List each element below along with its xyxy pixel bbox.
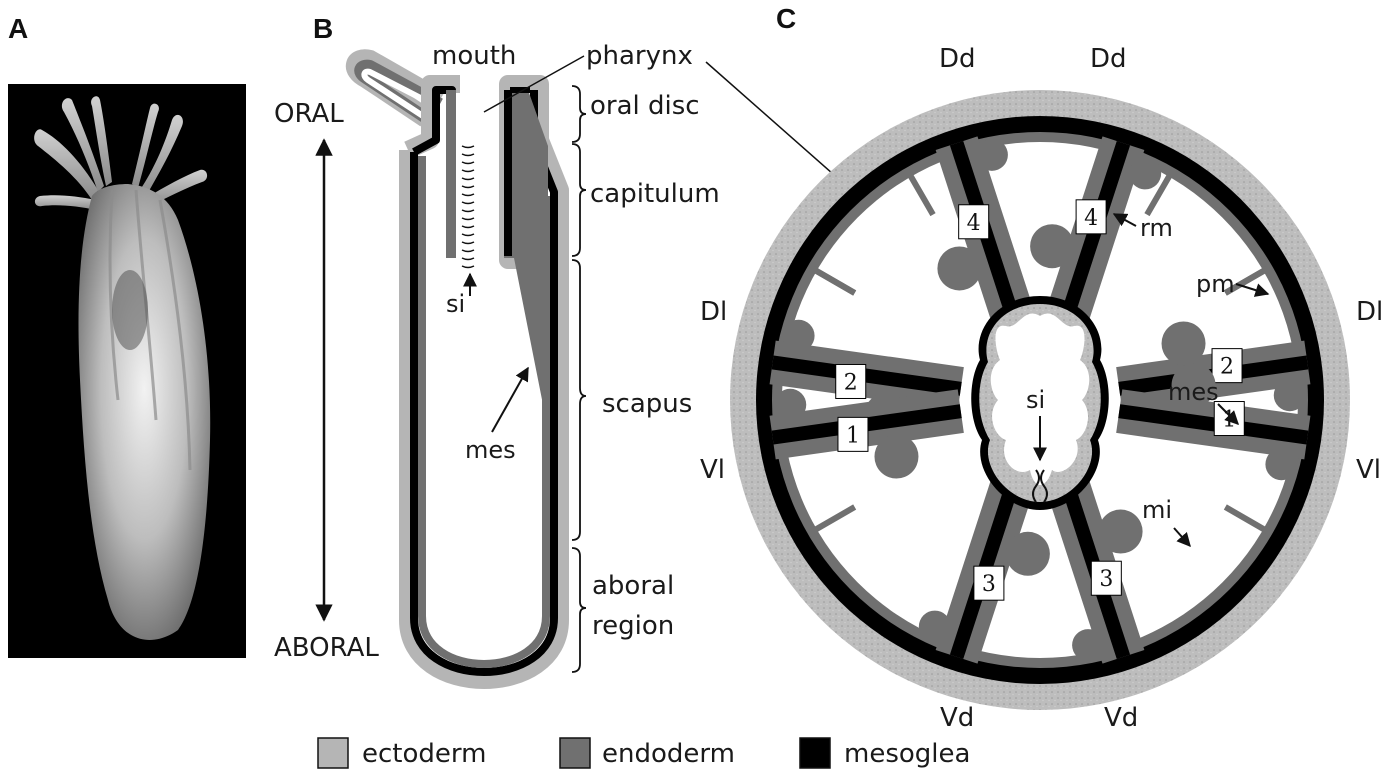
dl-label-right: Dl — [1356, 297, 1383, 327]
retractor-muscle — [937, 246, 981, 290]
mes-label-c: mes — [1168, 378, 1219, 406]
si-label-b: si — [446, 290, 465, 318]
si-label-c: si — [1026, 386, 1045, 414]
vl-label-left: Vl — [700, 455, 725, 485]
retractor-muscle — [1030, 224, 1074, 268]
parietal-muscle — [783, 320, 815, 352]
legend: ectoderm endoderm mesoglea — [318, 738, 970, 769]
scapus-label: scapus — [602, 389, 692, 419]
parietal-muscle — [1274, 379, 1306, 411]
legend-swatch-ectoderm — [318, 738, 348, 768]
mesentery-number: 4 — [967, 211, 981, 236]
aboral-region-label-1: aboral — [592, 571, 674, 601]
legend-swatch-mesoglea — [800, 738, 830, 768]
panel-b-label: B — [313, 13, 333, 44]
panel-c-label: C — [776, 3, 796, 34]
oral-disc-label: oral disc — [590, 91, 700, 121]
parietal-muscle — [1129, 157, 1161, 189]
parietal-muscle — [1265, 448, 1297, 480]
legend-label-endoderm: endoderm — [602, 739, 735, 769]
parietal-muscle — [919, 611, 951, 643]
oral-label: ORAL — [274, 99, 344, 129]
mes-label-b: mes — [465, 436, 516, 464]
mesentery-number: 3 — [982, 572, 996, 597]
dl-label-left: Dl — [700, 297, 727, 327]
pm-label: pm — [1196, 270, 1235, 298]
siphonoglyph-cilia — [462, 146, 474, 268]
mesentery-number: 1 — [846, 423, 860, 448]
longitudinal-section — [356, 59, 560, 680]
vl-label-right: Vl — [1356, 455, 1381, 485]
parietal-muscle — [774, 389, 806, 421]
rm-label: rm — [1140, 214, 1173, 242]
vd-label-left: Vd — [940, 703, 974, 733]
vd-label-right: Vd — [1104, 703, 1138, 733]
polyp-photo — [8, 84, 246, 658]
legend-label-ectoderm: ectoderm — [362, 739, 486, 769]
legend-label-mesoglea: mesoglea — [844, 739, 970, 769]
parietal-muscle — [1072, 629, 1104, 661]
retractor-muscle — [1006, 532, 1050, 576]
mesentery-number: 4 — [1084, 206, 1098, 231]
parietal-muscle — [976, 139, 1008, 171]
capitulum-label: capitulum — [590, 179, 720, 209]
region-braces — [572, 86, 586, 672]
mes-arrow-b — [492, 368, 528, 432]
retractor-muscle — [1099, 510, 1143, 554]
dd-label-left: Dd — [939, 44, 976, 74]
mouth-label: mouth — [432, 41, 516, 71]
retractor-muscle — [1162, 321, 1206, 365]
mi-label: mi — [1142, 496, 1172, 524]
panel-a-label: A — [8, 13, 28, 44]
pharynx-label: pharynx — [586, 41, 693, 71]
legend-swatch-endoderm — [560, 738, 590, 768]
mesentery-number: 2 — [844, 370, 858, 395]
mesentery-number: 2 — [1220, 355, 1234, 380]
aboral-region-label-2: region — [592, 611, 674, 641]
aboral-label: ABORAL — [274, 633, 379, 663]
mesentery-number: 3 — [1099, 567, 1113, 592]
retractor-muscle — [874, 435, 918, 479]
dd-label-right: Dd — [1090, 44, 1127, 74]
